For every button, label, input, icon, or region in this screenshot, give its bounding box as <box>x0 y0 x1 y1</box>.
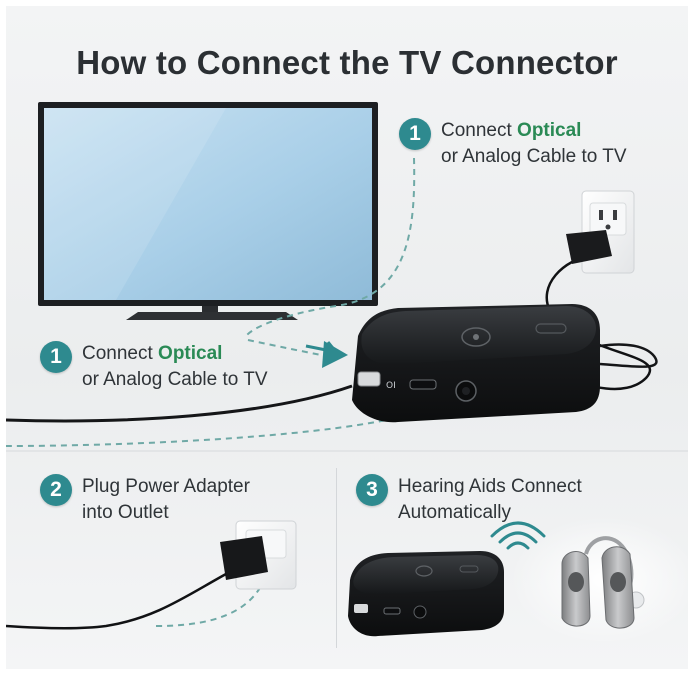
step-line-2: or Analog Cable to TV <box>441 146 627 167</box>
port-label: OI <box>386 381 396 391</box>
page-title: How to Connect the TV Connector <box>76 44 618 81</box>
diagram-illustration: OI <box>6 102 688 644</box>
step-label-accent: Optical <box>517 120 582 141</box>
arrow-right-icon <box>305 341 348 368</box>
diagram-frame: OI <box>6 6 688 669</box>
step-number-badge: 3 <box>356 474 388 506</box>
step-number-badge: 1 <box>40 341 72 373</box>
power-adapter-icon <box>545 230 652 391</box>
step-1-left: 1 Connect Optical or Analog Cable to TV <box>40 341 268 393</box>
power-adapter-icon <box>6 536 268 630</box>
step-number-badge: 2 <box>40 474 72 506</box>
step-label-prefix: Connect <box>82 343 159 364</box>
step-label-prefix: Connect <box>441 120 518 141</box>
cable <box>6 343 658 423</box>
step-line-2: Automatically <box>398 502 511 523</box>
step-1-top: 1 Connect Optical or Analog Cable to TV <box>399 118 627 170</box>
step-line-2: or Analog Cable to TV <box>82 369 268 390</box>
wireless-signal-icon <box>490 521 546 550</box>
connector-box-icon <box>352 304 600 423</box>
step-line-1: Plug Power Adapter <box>82 476 250 497</box>
step-text: Connect Optical or Analog Cable to TV <box>441 118 627 170</box>
step-text: Plug Power Adapter into Outlet <box>82 474 250 526</box>
step-label-accent: Optical <box>158 343 223 364</box>
step-3: 3 Hearing Aids Connect Automatically <box>356 474 582 526</box>
step-line-1: Connect Optical <box>441 118 627 144</box>
section-divider <box>336 468 337 648</box>
step-line-1: Hearing Aids Connect <box>398 476 582 497</box>
glow <box>510 516 688 644</box>
step-line-1: Connect Optical <box>82 341 268 367</box>
step-number-badge: 1 <box>399 118 431 150</box>
tv-icon <box>38 102 378 320</box>
step-2: 2 Plug Power Adapter into Outlet <box>40 474 250 526</box>
connector-box-icon <box>348 551 504 637</box>
step-text: Hearing Aids Connect Automatically <box>398 474 582 526</box>
step-text: Connect Optical or Analog Cable to TV <box>82 341 268 393</box>
step-line-2: into Outlet <box>82 502 169 523</box>
hearing-aid-icon <box>601 546 635 629</box>
